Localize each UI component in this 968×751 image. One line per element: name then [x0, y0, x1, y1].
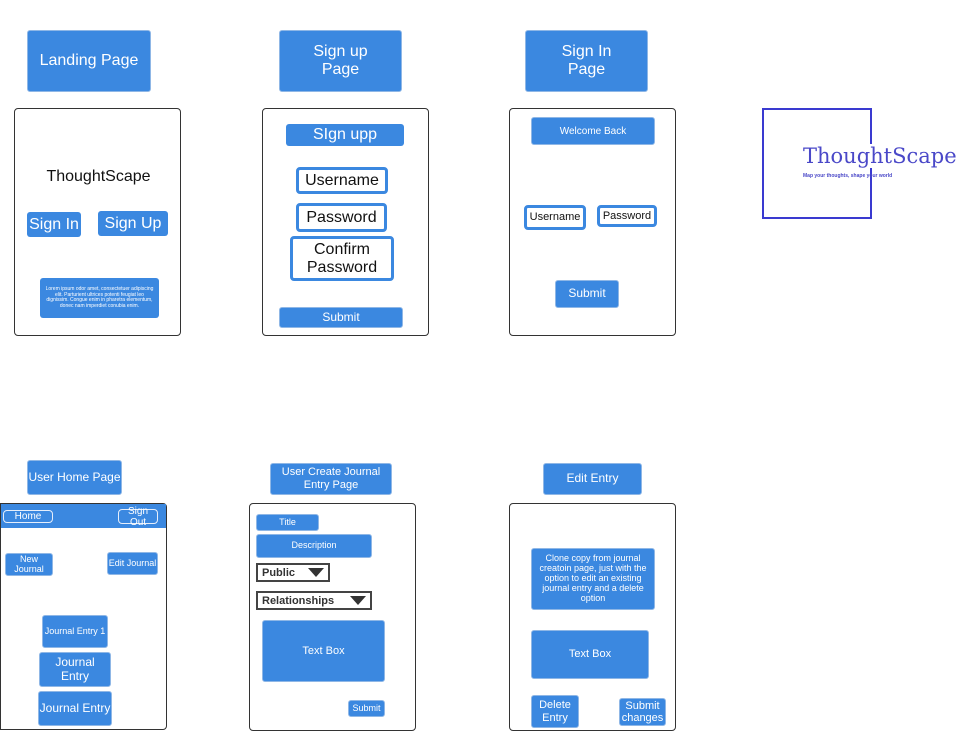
- text-box[interactable]: Text Box: [262, 620, 385, 682]
- edit-journal-button[interactable]: Edit Journal: [107, 552, 158, 575]
- signup-header-line1: Sign up: [313, 42, 368, 60]
- edit-text-box[interactable]: Text Box: [531, 630, 649, 679]
- edit-note: Clone copy from journal creatoin page, j…: [531, 548, 655, 610]
- delete-entry-button[interactable]: Delete Entry: [531, 695, 579, 728]
- edit-page-frame: Clone copy from journal creatoin page, j…: [509, 503, 676, 731]
- signin-page-frame: Welcome Back Username Password Submit: [509, 108, 676, 336]
- signup-submit-button[interactable]: Submit: [279, 307, 403, 328]
- new-journal-line2: Journal: [14, 563, 44, 574]
- signin-header-line1: Sign In: [561, 42, 612, 60]
- confirm-password-line1: Confirm: [313, 240, 370, 258]
- home-page-header: User Home Page: [27, 460, 122, 495]
- signup-page-frame: SIgn upp Username Password Confirm Passw…: [262, 108, 429, 336]
- logo-tagline: Map your thoughts, shape your world: [803, 173, 893, 179]
- edit-note-text: Clone copy from journal creatoin page, j…: [539, 553, 647, 603]
- signup-header-line2: Page: [321, 61, 360, 78]
- landing-page-header: Landing Page: [27, 30, 151, 92]
- title-field[interactable]: Title: [256, 514, 319, 531]
- sign-in-button[interactable]: Sign In: [27, 212, 81, 237]
- sign-up-button[interactable]: Sign Up: [98, 211, 168, 236]
- home-page-frame: Home Sign Out New Journal Edit Journal J…: [0, 503, 167, 730]
- home-nav-button[interactable]: Home: [3, 510, 53, 523]
- edit-page-header-label: Edit Entry: [566, 471, 619, 486]
- lorem-text: Lorem ipsum odor amet, consectetuer adip…: [45, 286, 154, 309]
- landing-page-frame: ThoughtScape Sign In Sign Up Lorem ipsum…: [14, 108, 181, 336]
- category-value: Relationships: [262, 594, 335, 607]
- journal-entry-1[interactable]: Journal Entry 1: [42, 615, 108, 648]
- signup-page-header: Sign up Page: [279, 30, 402, 92]
- logo-name: ThoughtScape: [803, 144, 963, 168]
- create-submit-button[interactable]: Submit: [348, 700, 385, 717]
- create-header-line1: User Create Journal: [281, 466, 381, 479]
- description-field[interactable]: Description: [256, 534, 372, 558]
- new-journal-button[interactable]: New Journal: [5, 553, 53, 576]
- submit-changes-line1: Submit: [625, 699, 660, 712]
- visibility-value: Public: [262, 566, 296, 579]
- welcome-back-banner: Welcome Back: [531, 117, 655, 145]
- home-page-header-label: User Home Page: [28, 469, 121, 484]
- submit-changes-line2: changes: [621, 712, 664, 724]
- sign-out-button[interactable]: Sign Out: [118, 506, 158, 528]
- signin-password-field[interactable]: Password: [597, 205, 657, 227]
- category-select[interactable]: Relationships: [256, 591, 372, 610]
- signup-title: SIgn upp: [286, 124, 404, 146]
- landing-page-header-label: Landing Page: [39, 51, 139, 69]
- journal-entry-2[interactable]: Journal Entry: [39, 652, 111, 687]
- delete-line1: Delete: [539, 699, 571, 712]
- password-field[interactable]: Password: [296, 203, 387, 232]
- confirm-password-field[interactable]: Confirm Password: [290, 236, 394, 281]
- journal-entry-3[interactable]: Journal Entry: [38, 691, 112, 726]
- signin-page-header: Sign In Page: [525, 30, 648, 92]
- username-field[interactable]: Username: [296, 167, 388, 194]
- create-header-line2: Entry Page: [303, 479, 359, 491]
- lorem-text-block: Lorem ipsum odor amet, consectetuer adip…: [40, 278, 159, 318]
- signin-header-line2: Page: [567, 61, 606, 78]
- create-page-header: User Create Journal Entry Page: [270, 463, 392, 495]
- signin-username-field[interactable]: Username: [524, 205, 586, 230]
- delete-line2: Entry: [542, 711, 568, 724]
- create-page-frame: Title Description Public Relationships T…: [249, 503, 416, 731]
- visibility-select[interactable]: Public: [256, 563, 330, 582]
- submit-changes-button[interactable]: Submit changes: [619, 698, 666, 726]
- edit-page-header: Edit Entry: [543, 463, 642, 495]
- chevron-down-icon: [350, 596, 366, 605]
- signin-submit-button[interactable]: Submit: [555, 280, 619, 308]
- chevron-down-icon: [308, 568, 324, 577]
- landing-app-name: ThoughtScape: [46, 168, 151, 185]
- new-journal-line1: New: [19, 553, 38, 564]
- confirm-password-line2: Password: [306, 258, 378, 276]
